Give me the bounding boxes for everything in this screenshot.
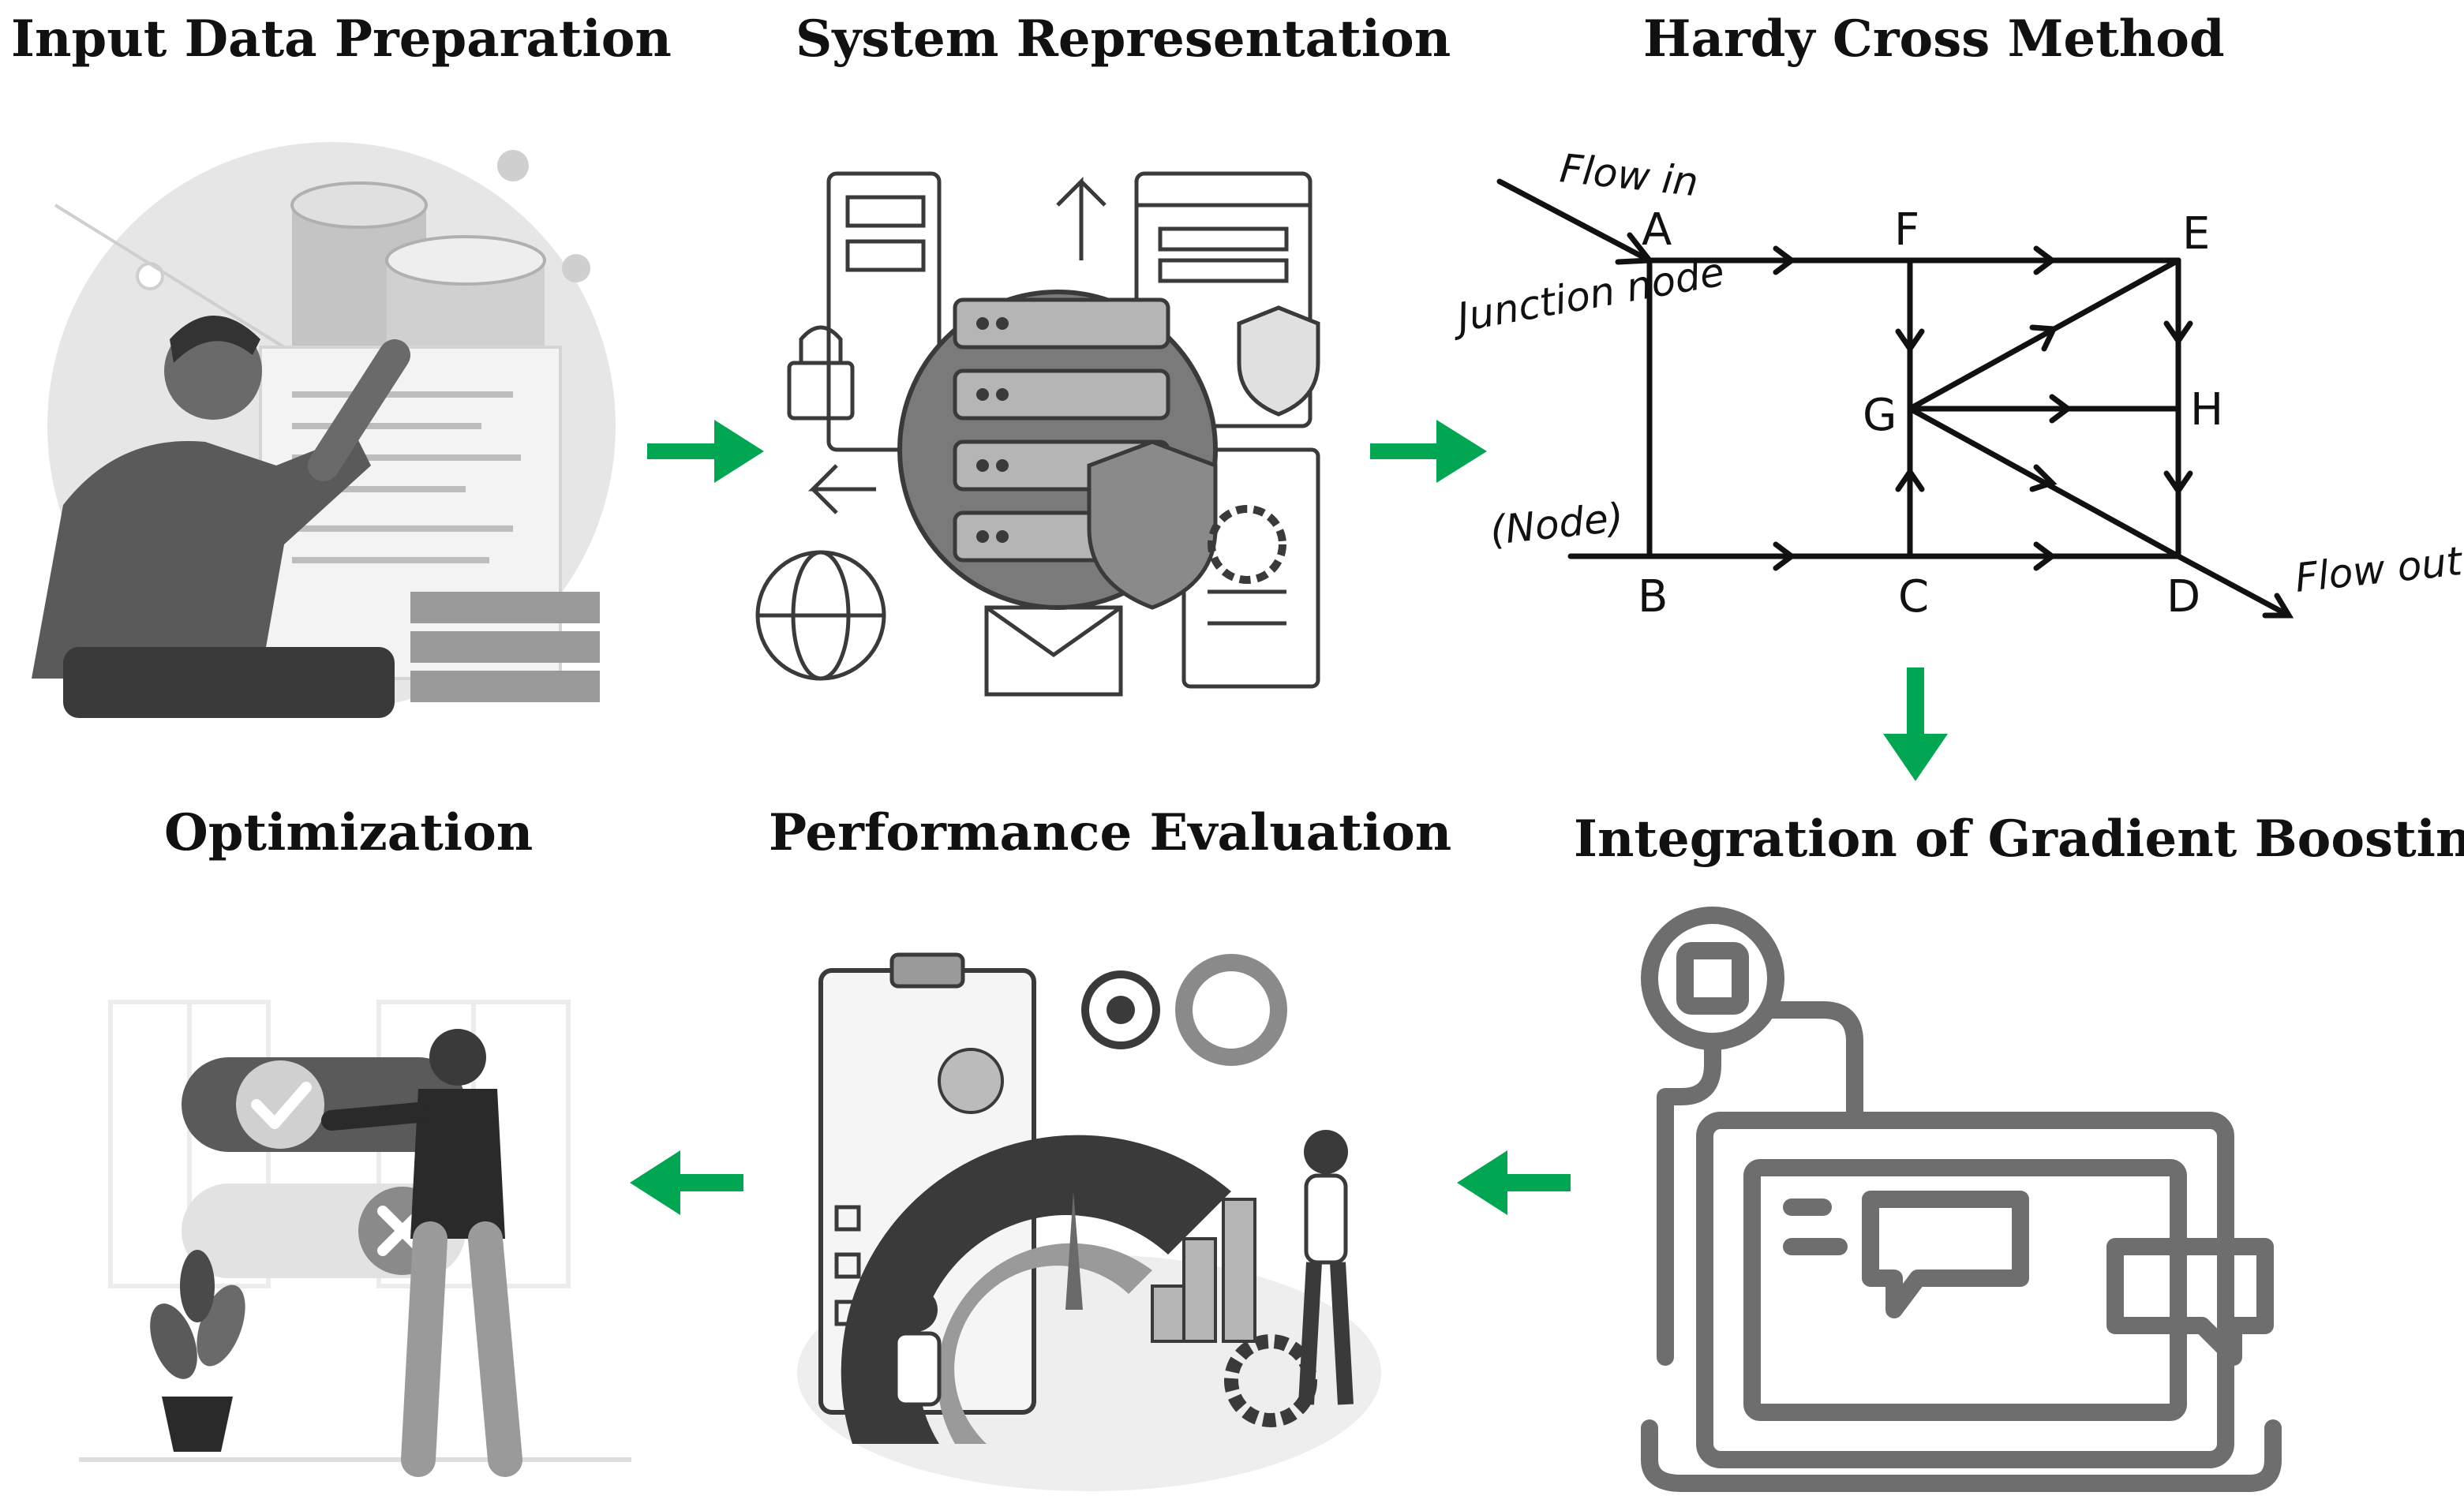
flow-in-label: Flow in <box>1558 145 1701 205</box>
node-A: A <box>1642 204 1672 256</box>
node-E: E <box>2182 208 2210 260</box>
shield-icon-small <box>1237 305 1320 417</box>
node-G: G <box>1863 390 1897 441</box>
stage-title-optimization: Optimization <box>164 803 534 862</box>
pipe-network-diagram: Flow in Flow out Junction node (Node) A … <box>1447 145 2464 623</box>
arrow-down <box>1883 667 1948 781</box>
person-figure <box>32 316 410 718</box>
person-figure <box>893 1130 1354 1407</box>
gradient-boosting-illustration <box>1641 907 2282 1492</box>
magnifier-icon <box>1175 954 1287 1066</box>
toggle-check <box>182 1057 466 1152</box>
junction-node-label: Junction node <box>1447 249 1728 342</box>
stage-title-performance-evaluation: Performance Evaluation <box>769 803 1452 862</box>
node-D: D <box>2166 571 2200 623</box>
node-label: (Node) <box>1488 495 1626 554</box>
stage-title-system-representation: System Representation <box>796 9 1451 69</box>
stage-title-hardy-cross: Hardy Cross Method <box>1643 9 2225 69</box>
gauge-icon <box>841 1135 1231 1444</box>
stage-title-input-data: Input Data Preparation <box>11 9 672 69</box>
chat-bubble-icon-2 <box>2106 1238 2274 1366</box>
chat-bubble-icon <box>1862 1191 2029 1318</box>
arrow-left-2 <box>630 1150 743 1215</box>
node-F: F <box>1894 204 1919 256</box>
performance-evaluation-illustration <box>797 952 1381 1491</box>
system-representation-illustration <box>755 171 1320 697</box>
person-figure <box>321 1029 522 1477</box>
plant-icon <box>150 1250 245 1452</box>
chip-icon <box>1641 907 1784 1050</box>
gear-icon <box>1208 505 1286 584</box>
node-B: B <box>1638 571 1668 623</box>
arrow-left-1 <box>1457 1150 1571 1215</box>
optimization-illustration <box>79 1000 631 1477</box>
arrow-right-2 <box>1370 420 1487 483</box>
arrow-right-1 <box>647 420 764 483</box>
stage-title-gradient-boosting: Integration of Gradient Boosting <box>1574 810 2464 869</box>
node-C: C <box>1898 571 1929 623</box>
node-H: H <box>2190 384 2223 436</box>
input-data-illustration <box>32 142 616 718</box>
